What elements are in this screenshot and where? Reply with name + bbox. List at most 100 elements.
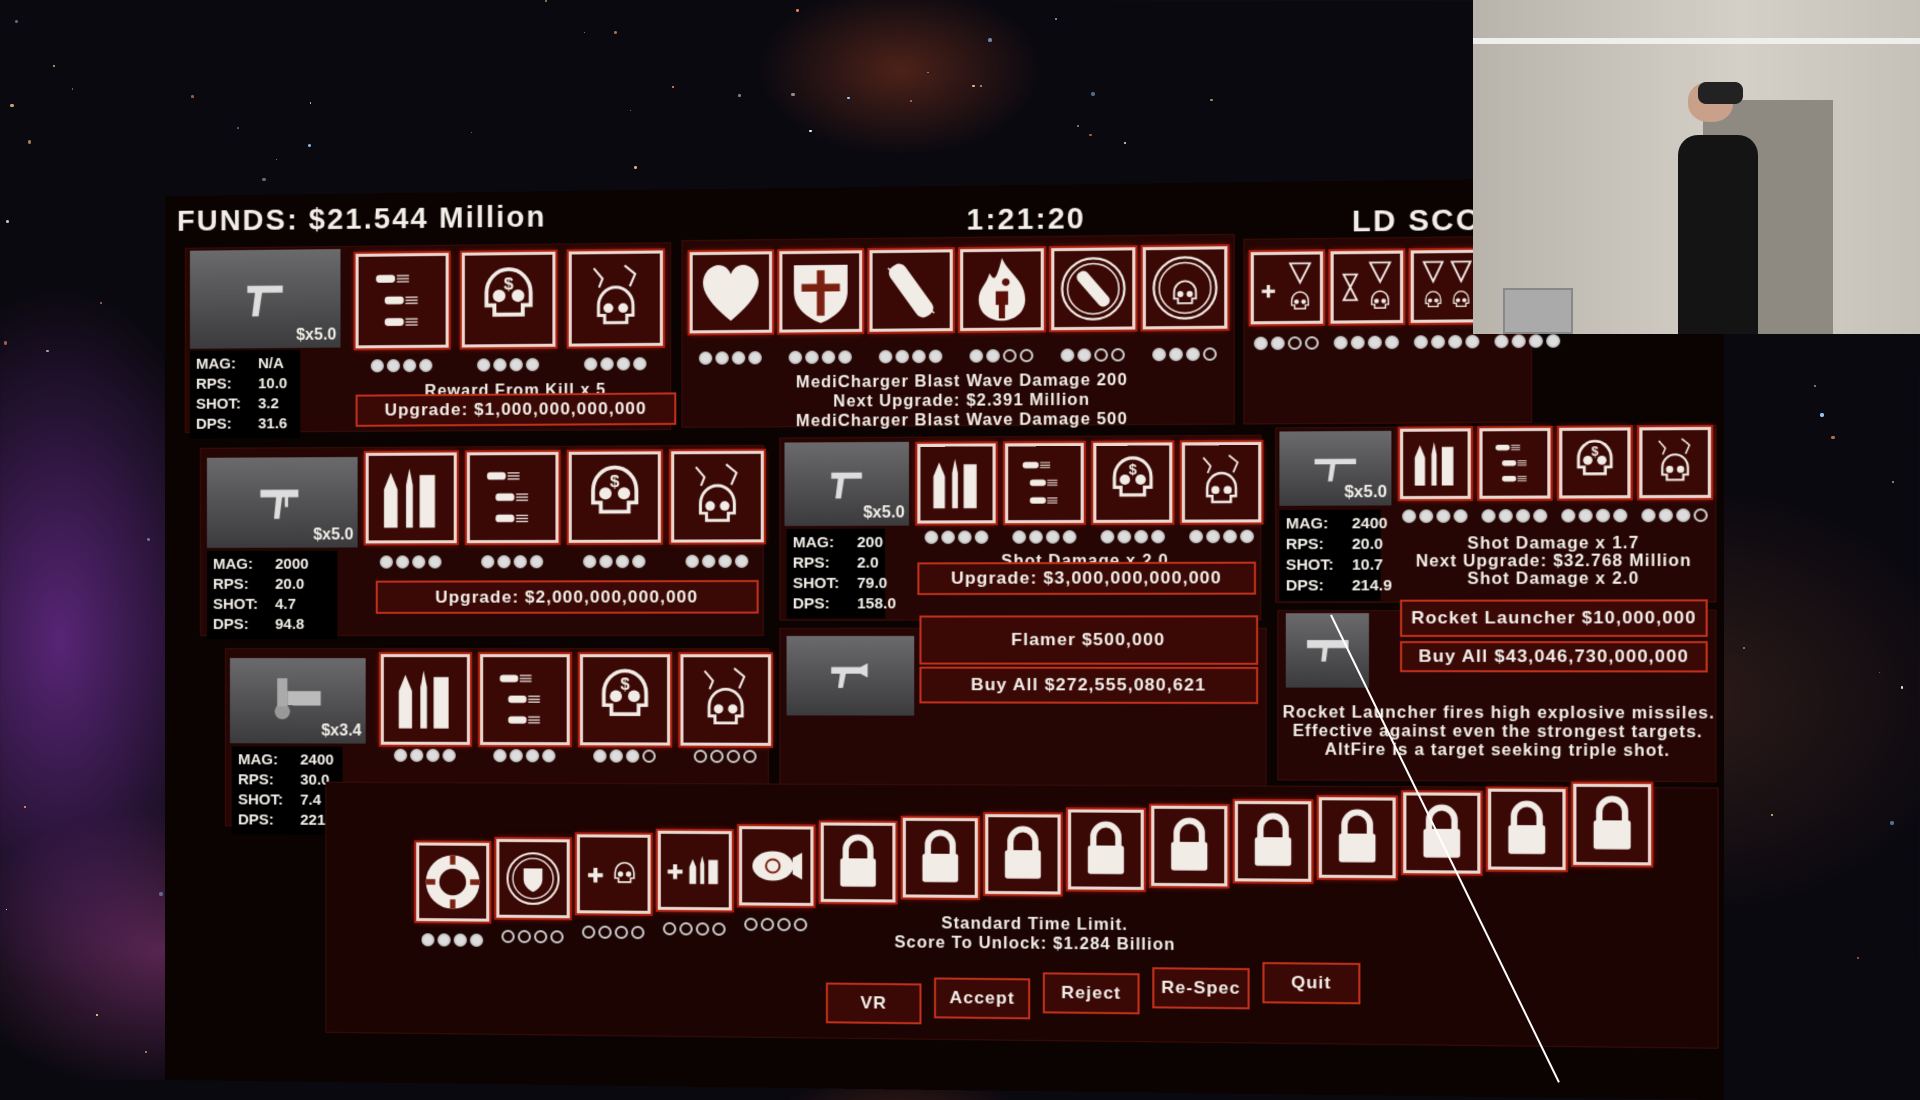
level-pip xyxy=(534,929,548,943)
upgrade-level-pips xyxy=(393,748,456,763)
weapon-image[interactable]: $x5.0 xyxy=(1279,430,1392,506)
upgrade-slot[interactable] xyxy=(353,250,451,351)
star xyxy=(144,1050,148,1053)
level-pip xyxy=(701,554,716,568)
upgrade-slot[interactable] xyxy=(777,248,865,335)
locked-perk-slot[interactable] xyxy=(1232,798,1314,884)
star xyxy=(24,806,26,808)
upgrade-slot[interactable]: $ xyxy=(1556,425,1633,501)
weapon-image[interactable] xyxy=(1285,613,1369,688)
level-pip xyxy=(410,748,424,762)
upgrade-slot[interactable]: $ xyxy=(566,449,663,545)
level-pip xyxy=(642,749,656,763)
level-pip xyxy=(509,358,523,372)
info-text: MediCharger Blast Wave Damage 500 xyxy=(795,410,1128,431)
level-pip xyxy=(1595,508,1610,523)
star xyxy=(630,110,632,112)
upgrade-slot[interactable] xyxy=(1049,245,1138,333)
upgrade-level-pips xyxy=(788,350,852,365)
weapon-image[interactable] xyxy=(786,635,915,716)
locked-perk-slot[interactable] xyxy=(1316,794,1398,880)
perk-slot[interactable] xyxy=(416,842,489,921)
buy-rocket-button[interactable]: Rocket Launcher $10,000,000 xyxy=(1399,599,1708,637)
button-quit[interactable]: Quit xyxy=(1262,962,1361,1005)
locked-perk-slot[interactable] xyxy=(1571,781,1654,868)
upgrade-slot[interactable] xyxy=(378,652,472,747)
button-vr[interactable]: VR xyxy=(825,982,922,1025)
upgrade-slot[interactable] xyxy=(669,448,766,545)
perk-slot[interactable] xyxy=(736,824,816,909)
upgrade-slot[interactable]: $ xyxy=(1091,440,1175,526)
locked-perk-slot[interactable] xyxy=(818,819,898,905)
perk-slot[interactable] xyxy=(494,836,572,920)
skull-dollar-icon: $ xyxy=(1562,431,1627,496)
button-accept[interactable]: Accept xyxy=(934,977,1031,1020)
locked-perk-slot[interactable] xyxy=(1401,790,1483,876)
upgrade-button[interactable]: Upgrade: $2,000,000,000,000 xyxy=(375,580,759,614)
upgrade-button[interactable]: Upgrade: $3,000,000,000,000 xyxy=(917,561,1257,596)
upgrade-slot[interactable] xyxy=(1179,439,1264,525)
stat-row: MAG:2400 xyxy=(238,750,336,770)
upgrade-level-pips xyxy=(1333,335,1399,350)
weapon-image[interactable]: $x5.0 xyxy=(206,456,358,548)
level-pip xyxy=(1676,508,1691,523)
upgrade-slot[interactable] xyxy=(464,449,561,546)
level-pip xyxy=(821,350,836,364)
weapon-image[interactable]: $x5.0 xyxy=(189,249,341,349)
buy-all-flamer-button[interactable]: Buy All $272,555,080,621 xyxy=(919,666,1259,705)
upgrade-slot[interactable] xyxy=(678,652,774,748)
upgrade-slot[interactable] xyxy=(566,248,665,349)
stat-label: RPS: xyxy=(212,575,249,593)
upgrade-slot[interactable] xyxy=(1637,424,1714,501)
upgrade-slot[interactable] xyxy=(1397,426,1473,502)
upgrade-level-pips xyxy=(379,555,442,569)
skull-dollar-icon: $ xyxy=(465,255,553,345)
buy-flamer-button[interactable]: Flamer $500,000 xyxy=(919,615,1259,665)
lock-icon xyxy=(1491,791,1562,854)
circle-skull-icon xyxy=(1146,249,1224,326)
level-pip xyxy=(731,351,746,365)
upgrade-slot[interactable] xyxy=(1140,244,1230,332)
upgrade-button[interactable]: Upgrade: $1,000,000,000,000 xyxy=(355,392,677,427)
button-reject[interactable]: Reject xyxy=(1042,972,1140,1015)
level-pip xyxy=(726,749,741,764)
star xyxy=(1856,956,1860,960)
upgrade-slot[interactable] xyxy=(363,450,459,546)
stat-row: RPS:30.0 xyxy=(238,770,336,790)
perk-slot[interactable] xyxy=(655,828,734,912)
level-pip xyxy=(788,350,803,365)
locked-perk-slot[interactable] xyxy=(1149,803,1230,889)
level-pip xyxy=(1402,509,1417,523)
perk-slot[interactable] xyxy=(574,832,653,916)
star xyxy=(972,84,975,88)
upgrade-slot[interactable] xyxy=(867,247,955,334)
funds-label: FUNDS: $21.544 Million xyxy=(176,201,547,238)
upgrade-slot[interactable]: $ xyxy=(459,249,558,350)
buy-all-rocket-button[interactable]: Buy All $43,046,730,000,000 xyxy=(1399,641,1708,673)
upgrade-slot[interactable] xyxy=(687,249,775,336)
upgrade-slot[interactable] xyxy=(478,652,572,748)
locked-perk-slot[interactable] xyxy=(1065,807,1146,893)
upgrade-level-pips xyxy=(1060,348,1125,362)
weapon-image[interactable]: $x3.4 xyxy=(229,658,366,744)
weapon-image[interactable]: $x5.0 xyxy=(784,441,910,527)
level-pip xyxy=(1578,508,1593,523)
circle-bandage-icon xyxy=(1054,250,1132,327)
upgrade-slot[interactable] xyxy=(1477,425,1553,501)
upgrade-slot[interactable]: $ xyxy=(577,652,673,748)
info-text: Score To Unlock: $1.284 Billion xyxy=(894,934,1176,955)
locked-perk-slot[interactable] xyxy=(900,815,980,901)
level-pip xyxy=(744,917,758,931)
upgrade-slot[interactable] xyxy=(958,246,1046,334)
pistol-icon xyxy=(246,284,282,316)
star xyxy=(52,65,55,68)
upgrade-slot[interactable] xyxy=(915,441,998,526)
level-pip xyxy=(609,749,623,763)
upgrade-slot[interactable] xyxy=(1248,249,1326,327)
locked-perk-slot[interactable] xyxy=(983,811,1063,897)
locked-perk-slot[interactable] xyxy=(1485,785,1568,872)
button-respec[interactable]: Re-Spec xyxy=(1152,967,1250,1010)
upgrade-slot[interactable] xyxy=(1328,248,1406,326)
upgrade-slot[interactable] xyxy=(1002,440,1086,526)
